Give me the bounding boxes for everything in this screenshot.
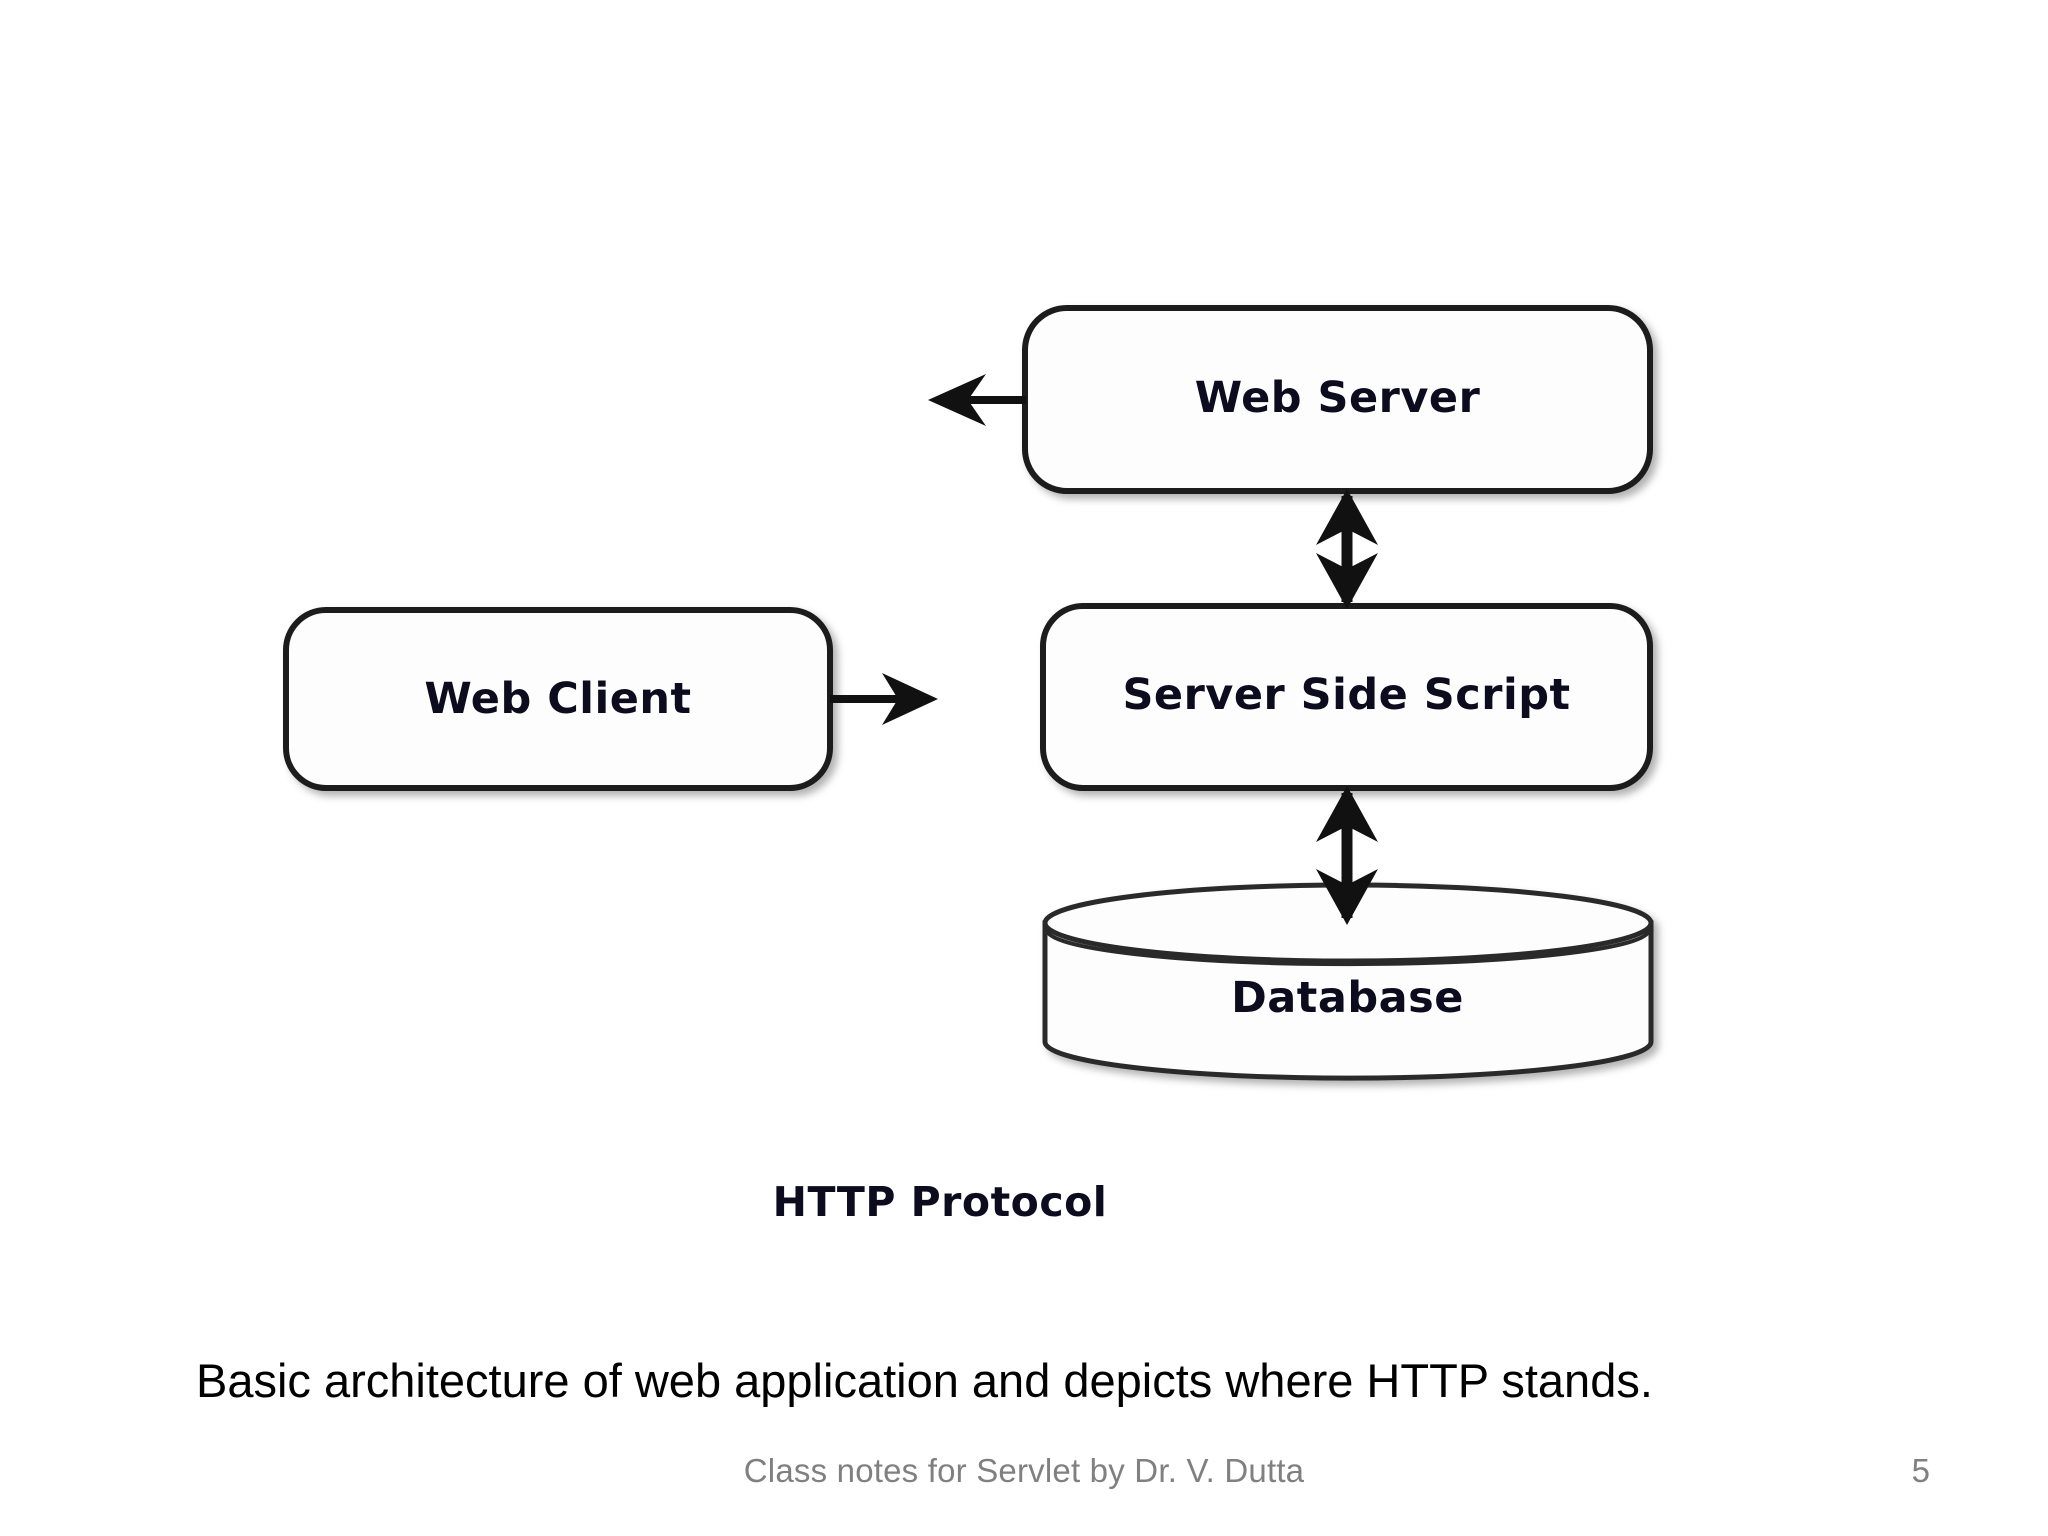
server-side-script-label: Server Side Script: [1122, 670, 1571, 720]
footer-note: Class notes for Servlet by Dr. V. Dutta: [743, 1452, 1305, 1489]
http-protocol-label: HTTP Protocol: [772, 1178, 1108, 1226]
page-number: 5: [1911, 1452, 1930, 1489]
web-client-label: Web Client: [424, 674, 692, 724]
slide-caption: Basic architecture of web application an…: [196, 1354, 1653, 1407]
arrow-web-client-to-boundary: [830, 673, 938, 725]
diagram-svg: [283, 230, 1654, 1156]
architecture-diagram: Web Client Web Server Server Side Script…: [283, 230, 1654, 1226]
web-server-label: Web Server: [1194, 373, 1481, 423]
database-label: Database: [1231, 973, 1464, 1023]
arrow-server-side-script-to-database: [1316, 786, 1378, 925]
arrow-web-server-to-boundary: [928, 374, 1026, 426]
slide-footer: Class notes for Servlet by Dr. V. Dutta …: [0, 1452, 2048, 1512]
arrow-web-server-to-server-side-script: [1316, 489, 1378, 609]
